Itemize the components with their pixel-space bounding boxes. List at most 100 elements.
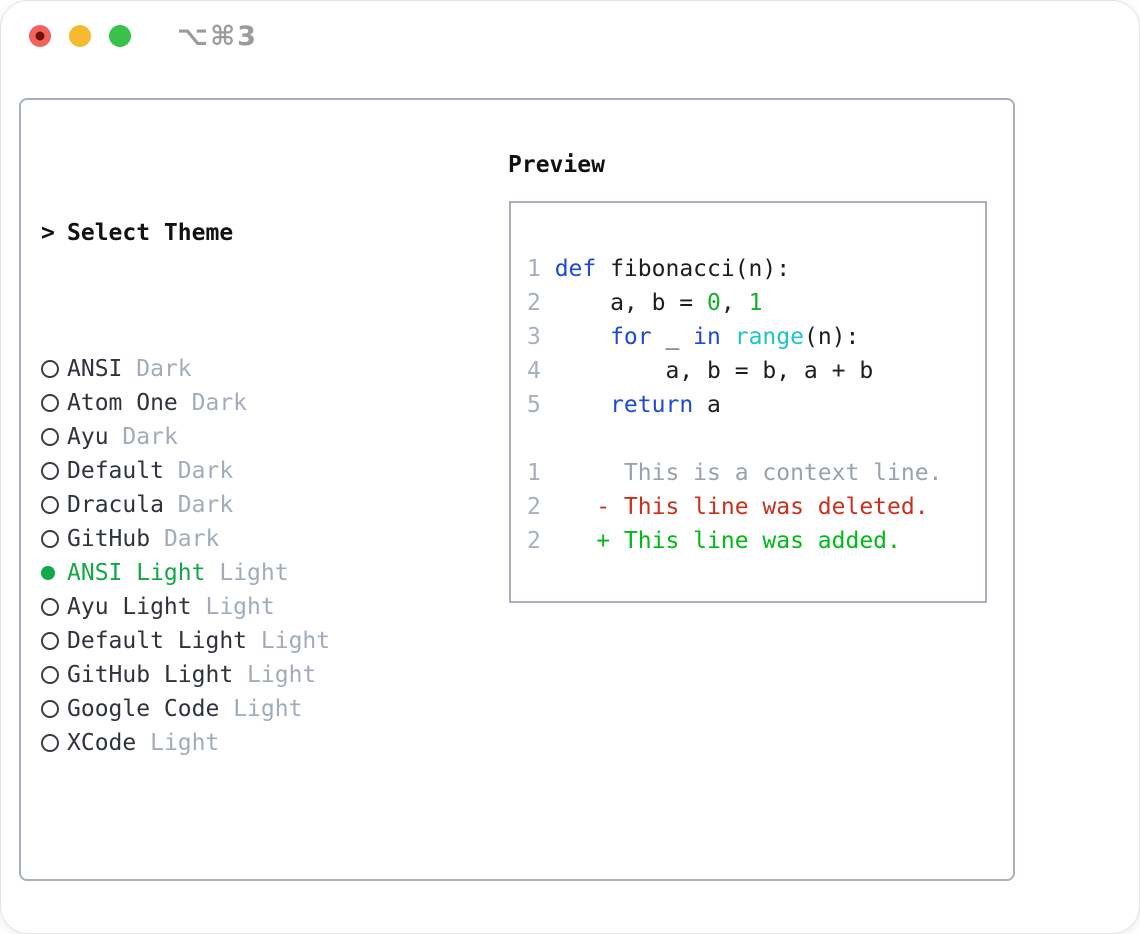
radio-icon — [41, 352, 57, 386]
radio-icon — [41, 454, 57, 488]
preview-heading: Preview — [508, 152, 605, 178]
theme-label: Atom One — [67, 390, 178, 416]
line-content: return a — [555, 388, 721, 422]
radio-icon — [41, 488, 57, 522]
close-button[interactable] — [29, 25, 51, 47]
line-number: 2 — [527, 290, 541, 316]
code-token: (n): — [803, 324, 860, 350]
theme-variant-label: Light — [219, 560, 289, 586]
line-number: 1 — [527, 256, 541, 282]
code-token: , — [720, 290, 749, 316]
code-token: return — [610, 392, 694, 418]
theme-label: Google Code — [67, 696, 220, 722]
radio-icon — [41, 386, 57, 420]
focus-caret-icon: > — [41, 220, 55, 246]
theme-option-github-light[interactable]: GitHub Light Light — [41, 658, 429, 692]
line-number: 4 — [527, 358, 541, 384]
preview-line: 3 for _ in range(n): — [527, 320, 942, 354]
unsaved-changes-dot — [35, 31, 45, 41]
theme-option-xcode[interactable]: XCode Light — [41, 726, 429, 760]
maximize-button[interactable] — [109, 25, 131, 47]
code-token: a, b = b, a + b — [554, 358, 874, 384]
line-content: a, b = 0, 1 — [554, 286, 763, 320]
theme-variant-label: Dark — [177, 458, 234, 484]
theme-variant-label: Dark — [136, 356, 192, 382]
minimize-button[interactable] — [69, 25, 91, 47]
radio-icon — [41, 658, 57, 692]
spacer — [41, 862, 429, 896]
theme-option-default-light[interactable]: Default Light Light — [41, 624, 429, 658]
theme-variant-label: Light — [260, 628, 331, 654]
theme-label: GitHub Light — [67, 662, 234, 688]
preview-line: 1 def fibonacci(n): — [527, 252, 942, 286]
line-number: 2 — [527, 528, 541, 554]
preview-line: 5 return a — [527, 388, 942, 422]
theme-option-ayu[interactable]: Ayu Dark — [41, 420, 429, 454]
preview-line: 1 This is a context line. — [527, 456, 942, 490]
code-token — [555, 324, 610, 350]
theme-option-atom-one[interactable]: Atom One Dark — [41, 386, 429, 420]
theme-label: Ayu Light — [67, 594, 192, 620]
theme-label: Default — [67, 458, 164, 484]
preview-line: 2 - This line was deleted. — [527, 490, 942, 524]
code-token: 1 — [748, 290, 763, 316]
code-token: - This line was deleted. — [554, 494, 929, 520]
theme-variant-label: Light — [205, 594, 275, 620]
code-token: fibonacci(n): — [596, 256, 791, 282]
theme-option-dracula[interactable]: Dracula Dark — [41, 488, 429, 522]
theme-option-google-code[interactable]: Google Code Light — [41, 692, 429, 726]
theme-variant-label: Dark — [122, 424, 178, 450]
code-token: a, b = — [554, 290, 708, 316]
radio-icon — [41, 726, 57, 760]
theme-label: Dracula — [67, 492, 164, 518]
line-number: 1 — [527, 460, 541, 486]
code-token — [555, 392, 610, 418]
line-number: 5 — [527, 392, 541, 418]
code-token: This is a context line. — [554, 460, 943, 486]
theme-option-default[interactable]: Default Dark — [41, 454, 429, 488]
line-content: def fibonacci(n): — [555, 252, 790, 286]
theme-variant-label: Light — [247, 662, 317, 688]
theme-label: Ayu — [67, 424, 109, 450]
code-token: range — [734, 324, 804, 350]
select-theme-heading: Select Theme — [67, 220, 234, 246]
line-content: a, b = b, a + b — [554, 354, 874, 388]
code-token: + This line was added. — [554, 528, 901, 554]
radio-icon — [41, 522, 57, 556]
theme-option-ansi[interactable]: ANSI Dark — [41, 352, 429, 386]
radio-icon — [41, 692, 57, 726]
code-token — [721, 324, 735, 350]
radio-icon — [41, 624, 57, 658]
code-token: def — [554, 256, 597, 282]
radio-selected-icon — [41, 556, 57, 590]
theme-variant-label: Dark — [163, 526, 220, 552]
line-number: 2 — [527, 494, 541, 520]
code-token: _ — [651, 324, 694, 350]
code-token: 0 — [707, 290, 721, 316]
line-content: - This line was deleted. — [554, 490, 929, 524]
line-content: for _ in range(n): — [555, 320, 860, 354]
theme-option-ansi-light[interactable]: ANSI Light Light — [41, 556, 429, 590]
line-content: + This line was added. — [555, 524, 901, 558]
theme-option-ayu-light[interactable]: Ayu Light Light — [41, 590, 429, 624]
theme-label: XCode — [67, 730, 137, 756]
theme-variant-label: Dark — [177, 492, 234, 518]
theme-variant-label: Light — [233, 696, 303, 722]
theme-variant-label: Dark — [191, 390, 248, 416]
theme-variant-label: Light — [150, 730, 220, 756]
radio-icon — [41, 590, 57, 624]
window-title: ⌥⌘3 — [177, 20, 258, 52]
theme-label: ANSI — [67, 356, 123, 382]
theme-label: ANSI Light — [67, 560, 206, 586]
theme-label: Default Light — [67, 628, 248, 654]
line-number: 3 — [527, 324, 541, 350]
radio-icon — [41, 420, 57, 454]
preview-line — [527, 422, 942, 456]
theme-option-github[interactable]: GitHub Dark — [41, 522, 429, 556]
